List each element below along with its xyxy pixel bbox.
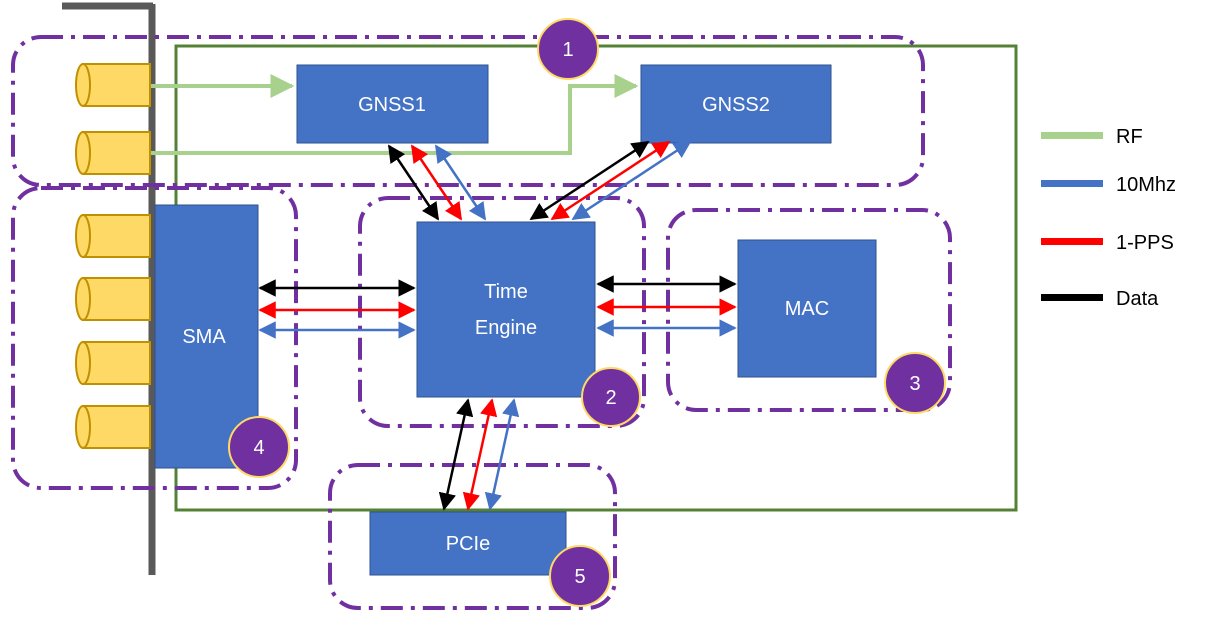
legend-label-data: Data <box>1116 288 1159 310</box>
legend-label-rf: RF <box>1116 126 1143 148</box>
pcie-data-arrow <box>438 398 474 511</box>
legend-swatch-1pps <box>1041 238 1103 245</box>
gnss1-10mhz-arrow <box>434 144 487 221</box>
badge-4-label: 4 <box>253 437 264 459</box>
badge-1: 1 <box>537 18 599 80</box>
connector-sma-3 <box>75 341 151 385</box>
badge-1-label: 1 <box>562 39 573 61</box>
mac-block <box>737 239 877 378</box>
gnss1-pps-arrow <box>410 144 463 221</box>
gnss1-block <box>296 64 489 144</box>
legend-swatch-rf <box>1041 132 1103 139</box>
badge-5: 5 <box>549 545 611 607</box>
gnss1-label: GNSS1 <box>358 94 426 116</box>
rf-connectors <box>75 63 151 449</box>
legend-label-10mhz: 10Mhz <box>1116 174 1176 196</box>
pcie-label: PCIe <box>446 533 490 555</box>
rf-line-gnss2 <box>150 74 639 155</box>
gnss2-block <box>640 64 832 144</box>
connector-sma-2 <box>75 277 151 321</box>
pcie-block <box>369 511 567 576</box>
badge-5-label: 5 <box>574 566 585 588</box>
badge-2: 2 <box>581 367 641 427</box>
legend-swatch-data <box>1041 294 1103 301</box>
time-engine-block <box>416 221 596 398</box>
pcie-10mhz-arrow <box>484 398 520 511</box>
badge-2-label: 2 <box>605 387 616 409</box>
badge-4: 4 <box>228 416 290 478</box>
badge-3-label: 3 <box>909 373 920 395</box>
connector-gnss2 <box>75 131 151 175</box>
time-engine-label-line1: Time <box>484 281 528 303</box>
gnss2-10mhz-arrow <box>571 140 692 221</box>
connector-sma-4 <box>75 405 151 449</box>
connector-sma-1 <box>75 214 151 258</box>
legend-label-1pps: 1-PPS <box>1116 232 1174 254</box>
pcie-pps-arrow <box>462 398 498 511</box>
legend: RF 10Mhz 1-PPS Data <box>1041 126 1176 310</box>
badge-3: 3 <box>884 352 946 414</box>
gnss2-label: GNSS2 <box>702 94 770 116</box>
connector-gnss1 <box>75 63 151 107</box>
mac-label: MAC <box>785 298 829 320</box>
gnss1-data-arrow <box>387 144 440 221</box>
legend-swatch-10mhz <box>1041 180 1103 187</box>
sma-label: SMA <box>182 326 226 348</box>
time-engine-label-line2: Engine <box>475 317 537 339</box>
